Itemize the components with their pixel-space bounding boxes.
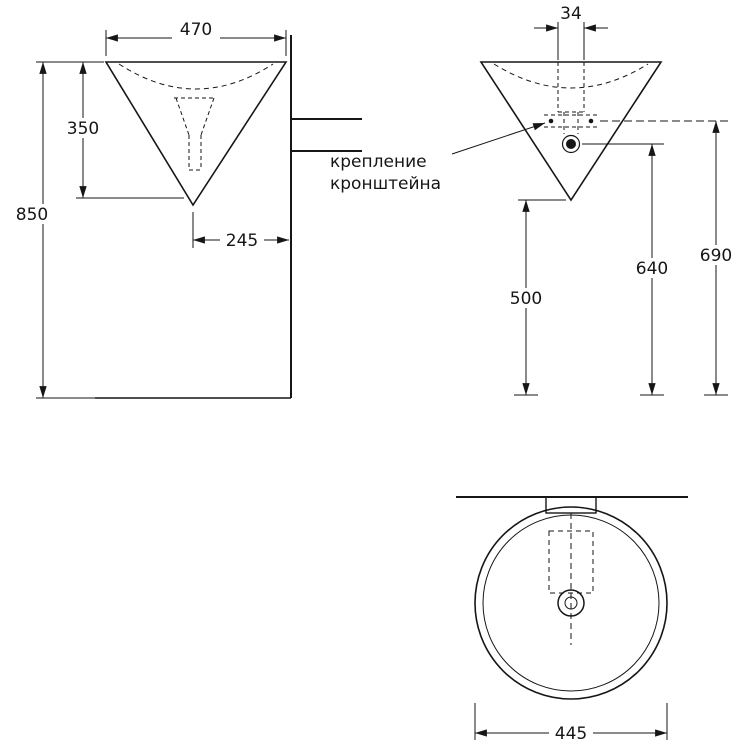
- dim-label-350: 350: [67, 119, 99, 139]
- basin-outer-rim: [474, 506, 668, 700]
- bracket-callout-arrow: [451, 122, 546, 155]
- dim-label-850: 850: [16, 205, 48, 225]
- faucet-body: [545, 496, 597, 514]
- drain-outer: [557, 589, 585, 617]
- side-rim-hidden-line: [118, 63, 274, 90]
- faucet-hidden-lines: [557, 62, 585, 134]
- bracket-assembly: [544, 114, 598, 154]
- side-view: 470 850 350 245: [13, 20, 362, 399]
- drain-inner: [564, 596, 578, 610]
- side-basin-outline: [104, 61, 288, 207]
- front-rim-hidden-line: [493, 63, 649, 89]
- dim-label-640: 640: [636, 259, 668, 279]
- dim-850: [36, 61, 104, 399]
- bracket-callout-line2: кронштейна: [330, 174, 441, 194]
- bracket-screw-left: [548, 118, 554, 124]
- mounting-hole: [566, 139, 576, 149]
- side-dim-text-backs: [13, 20, 264, 249]
- front-basin-outline: [479, 61, 663, 202]
- dim-label-245: 245: [226, 231, 258, 251]
- front-dim-text-backs: [505, 245, 737, 308]
- bracket-screw-right: [588, 118, 594, 124]
- dim-label-445: 445: [555, 724, 587, 744]
- top-view: 445: [456, 496, 688, 744]
- dim-label-690: 690: [700, 246, 732, 266]
- dim-label-34: 34: [560, 4, 582, 24]
- top-dim-text-back: [549, 722, 593, 742]
- front-view: 34 500 640 690 крепление кронштейна: [330, 4, 737, 396]
- bracket-callout-line1: крепление: [330, 152, 427, 172]
- dim-label-470: 470: [180, 20, 212, 40]
- dim-label-500: 500: [510, 289, 542, 309]
- mounting-hole-ring: [561, 134, 581, 154]
- side-drain-hidden-lines: [174, 97, 216, 171]
- dim-34: [534, 22, 608, 60]
